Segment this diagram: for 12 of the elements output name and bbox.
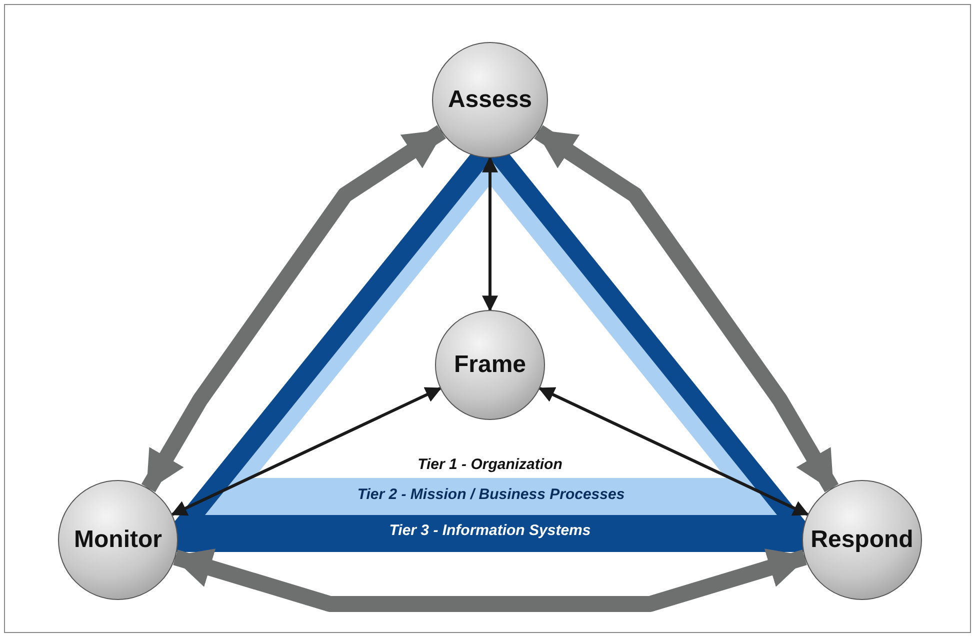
tier-label: Tier 3 - Information Systems	[389, 522, 591, 539]
double-arrow	[538, 387, 810, 516]
double-arrow	[141, 125, 446, 492]
double-arrow	[534, 125, 839, 492]
stage-circle: Respond	[802, 480, 922, 600]
double-arrow	[170, 387, 442, 516]
tier-label: Tier 1 - Organization	[418, 456, 562, 473]
stage-circle: Assess	[432, 42, 548, 158]
stage-circle: Monitor	[58, 480, 178, 600]
double-arrow	[172, 548, 808, 612]
tier-label: Tier 2 - Mission / Business Processes	[357, 486, 625, 503]
double-arrow	[482, 156, 498, 312]
